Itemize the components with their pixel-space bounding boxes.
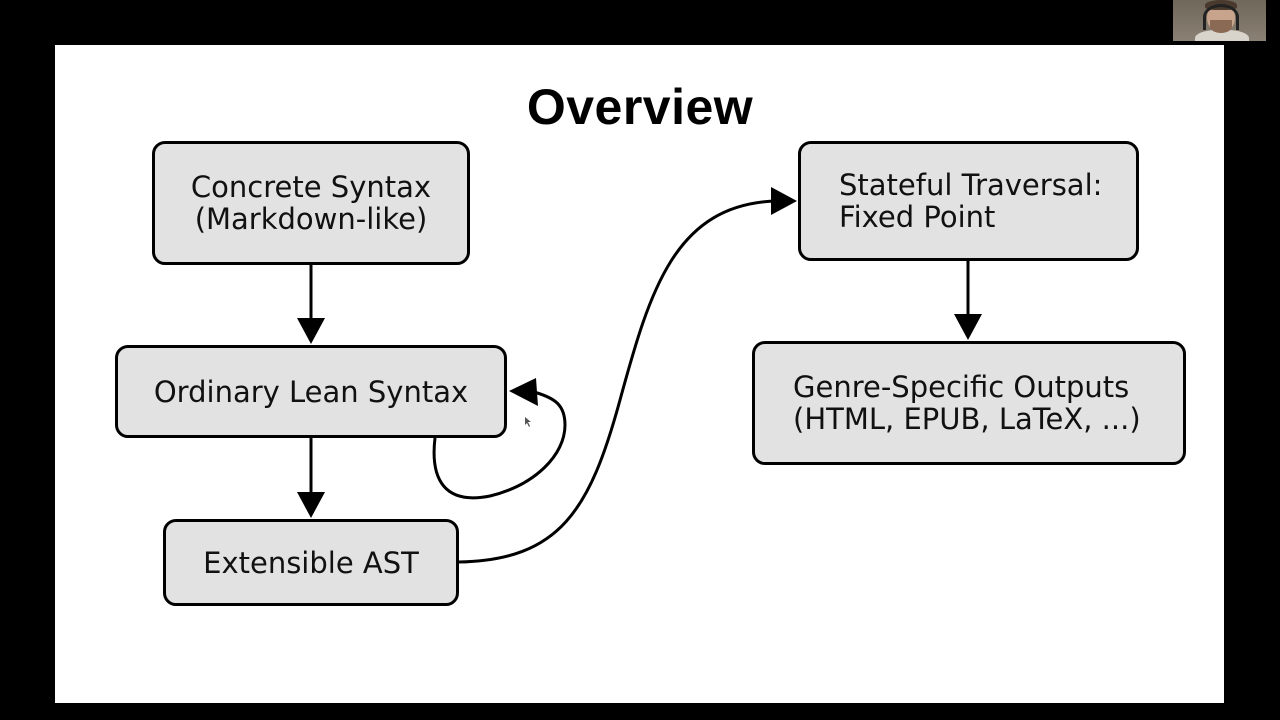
node-concrete-syntax-line2: (Markdown-like) [194,202,428,236]
node-genre-specific-outputs: Genre-Specific Outputs (HTML, EPUB, LaTe… [752,341,1186,465]
mouse-cursor-icon [525,417,531,427]
node-stateful-traversal-line1: Stateful Traversal: [839,168,1103,202]
arrowhead-ordinary-to-ast [297,492,325,518]
arrowhead-ast-to-stateful [771,187,797,215]
edge-ordinary-self-loop [432,390,567,500]
slide-title: Overview [526,79,754,135]
node-stateful-traversal-line2: Fixed Point [839,200,996,234]
node-extensible-ast: Extensible AST [163,519,459,606]
node-ordinary-lean-syntax: Ordinary Lean Syntax [115,345,507,438]
arrowhead-concrete-to-ordinary [297,318,325,344]
node-concrete-syntax: Concrete Syntax (Markdown-like) [152,141,470,265]
node-ordinary-lean-syntax-label: Ordinary Lean Syntax [153,374,469,409]
headset-icon [1203,4,1239,30]
webcam-person-body [1195,30,1249,41]
node-stateful-traversal: Stateful Traversal: Fixed Point [798,141,1139,261]
edge-ast-to-stateful [458,199,776,564]
arrowhead-stateful-to-genre [954,314,982,340]
arrowhead-ordinary-self-loop [509,378,538,406]
node-genre-specific-outputs-line1: Genre-Specific Outputs [793,370,1130,404]
node-extensible-ast-label: Extensible AST [203,545,419,580]
node-concrete-syntax-line1: Concrete Syntax [190,170,432,204]
webcam-thumbnail[interactable] [1173,0,1266,41]
node-genre-specific-outputs-line2: (HTML, EPUB, LaTeX, ...) [793,402,1141,436]
